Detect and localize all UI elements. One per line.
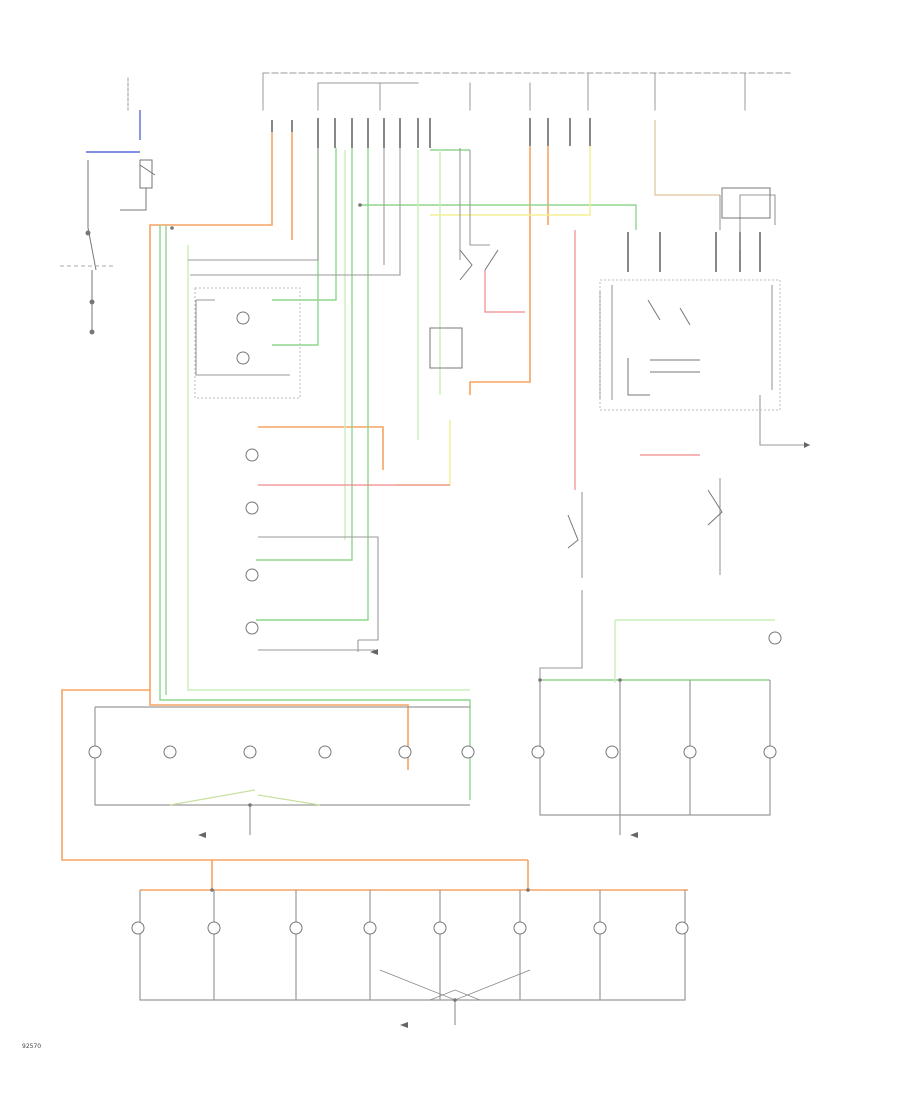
top-bus bbox=[127, 72, 791, 111]
ignition-switch bbox=[60, 110, 153, 335]
relay-box bbox=[721, 187, 771, 219]
dimmer-module bbox=[429, 327, 463, 369]
yellow-wires bbox=[395, 146, 591, 486]
connector-pins bbox=[271, 118, 761, 272]
gray-wires bbox=[188, 148, 810, 680]
green-wires bbox=[159, 148, 770, 800]
dash-panels bbox=[194, 279, 781, 411]
lamp bbox=[88, 311, 782, 935]
tan-wires bbox=[654, 120, 720, 196]
diagram-code: 92570 bbox=[22, 1043, 42, 1050]
bulbs bbox=[88, 311, 782, 935]
red-wires bbox=[258, 230, 700, 490]
splice-dots bbox=[170, 203, 622, 1002]
orange-wires bbox=[61, 132, 688, 891]
lower-buses bbox=[94, 680, 771, 1025]
lightgreen-wires bbox=[187, 150, 775, 691]
ground-arrows bbox=[198, 442, 810, 1028]
module-boxes bbox=[139, 164, 771, 549]
